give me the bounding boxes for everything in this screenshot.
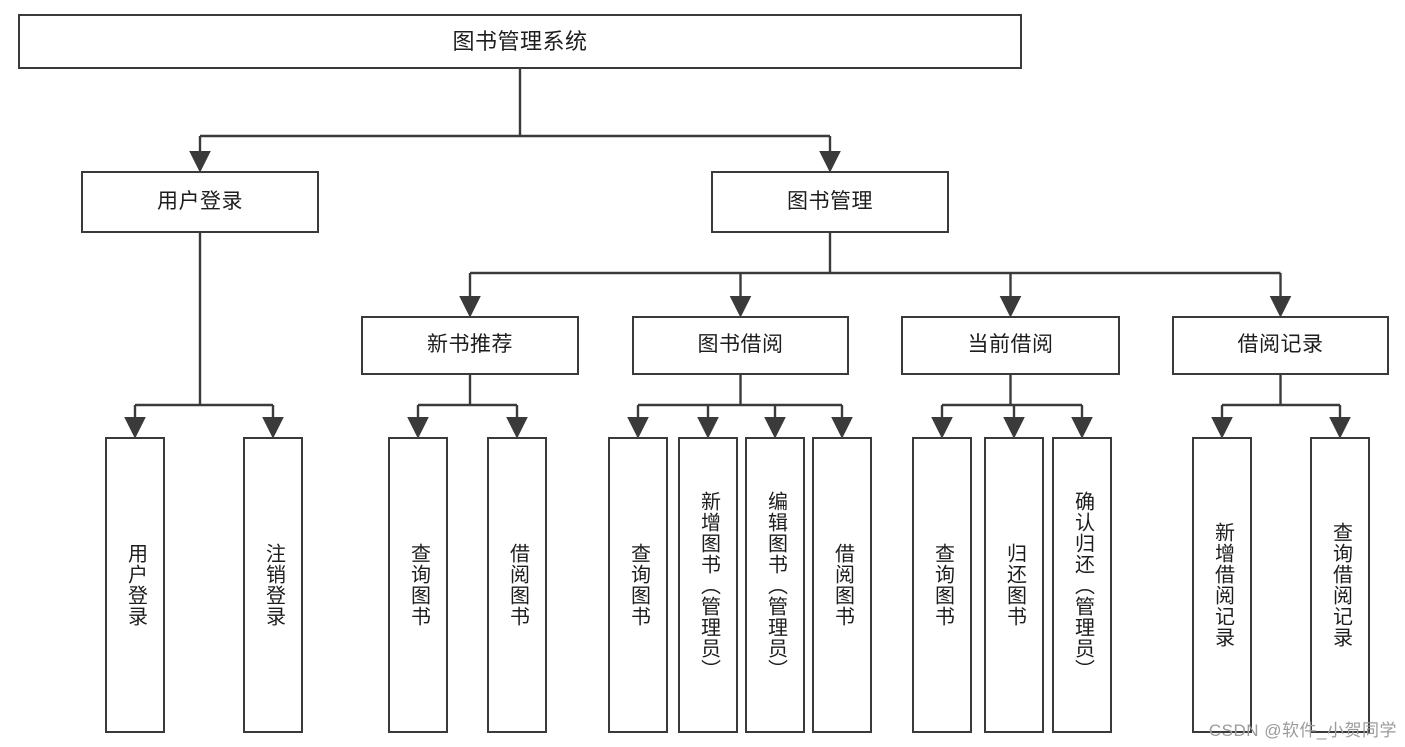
node-label: 查询图书 (627, 543, 650, 627)
node-records[interactable]: 借阅记录 (1172, 316, 1389, 375)
node-current[interactable]: 当前借阅 (901, 316, 1120, 375)
node-l1[interactable]: 用户登录 (105, 437, 165, 733)
node-l3[interactable]: 查询图书 (388, 437, 448, 733)
node-label: 用户登录 (157, 189, 243, 213)
node-label: 借阅记录 (1237, 333, 1324, 357)
node-label: 查询借阅记录 (1329, 522, 1352, 648)
node-l9[interactable]: 查询图书 (912, 437, 972, 733)
node-label: 图书借阅 (697, 333, 784, 357)
node-label: 图书管理 (787, 189, 873, 213)
node-root[interactable]: 图书管理系统 (18, 14, 1022, 69)
node-label: 查询图书 (407, 543, 430, 627)
node-bookmgmt[interactable]: 图书管理 (711, 171, 949, 233)
node-label: 注销登录 (262, 543, 285, 627)
node-l7[interactable]: 编辑图书（管理员） (745, 437, 805, 733)
node-label: 新增图书（管理员） (697, 490, 720, 680)
watermark: CSDN @软件_小贺同学 (1208, 721, 1397, 740)
node-borrow[interactable]: 图书借阅 (632, 316, 849, 375)
node-l6[interactable]: 新增图书（管理员） (678, 437, 738, 733)
node-label: 当前借阅 (967, 333, 1054, 357)
node-newbook[interactable]: 新书推荐 (361, 316, 579, 375)
node-label: 用户登录 (124, 543, 147, 627)
node-l5[interactable]: 查询图书 (608, 437, 668, 733)
node-l8[interactable]: 借阅图书 (812, 437, 872, 733)
node-label: 借阅图书 (831, 543, 854, 627)
node-label: 图书管理系统 (452, 28, 588, 54)
node-l4[interactable]: 借阅图书 (487, 437, 547, 733)
node-l10[interactable]: 归还图书 (984, 437, 1044, 733)
node-label: 新增借阅记录 (1211, 522, 1234, 648)
node-label: 确认归还（管理员） (1071, 490, 1094, 680)
node-l11[interactable]: 确认归还（管理员） (1052, 437, 1112, 733)
node-l13[interactable]: 查询借阅记录 (1310, 437, 1370, 733)
node-label: 新书推荐 (427, 333, 513, 357)
node-l2[interactable]: 注销登录 (243, 437, 303, 733)
node-login[interactable]: 用户登录 (81, 171, 319, 233)
node-label: 查询图书 (931, 543, 954, 627)
node-l12[interactable]: 新增借阅记录 (1192, 437, 1252, 733)
node-label: 归还图书 (1003, 543, 1026, 627)
node-label: 编辑图书（管理员） (764, 490, 787, 680)
node-label: 借阅图书 (506, 543, 529, 627)
